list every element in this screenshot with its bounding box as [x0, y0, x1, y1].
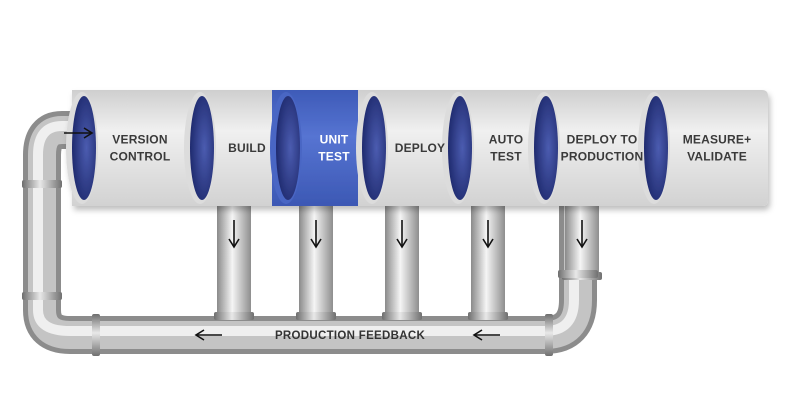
drop-pipe [217, 200, 251, 320]
drop-pipe-flange [382, 312, 422, 320]
stage-deploy-to-production-label: DEPLOY TO [567, 133, 638, 147]
arrow-down-icon [396, 220, 408, 249]
arrow-down-icon [310, 220, 322, 249]
arrow-left-icon [472, 329, 500, 341]
pipe-joint [545, 314, 553, 356]
drop-pipe [385, 200, 419, 320]
stage-unit-test-label: UNIT [320, 133, 349, 147]
pipe-joint [92, 314, 100, 356]
stage-unit-test-label: TEST [318, 150, 350, 164]
pipe-joint [558, 270, 598, 278]
stage-build-opening [190, 96, 214, 200]
flow-arrows [64, 127, 588, 341]
drop-pipe-flange [296, 312, 336, 320]
pipe-joints [22, 180, 602, 356]
stage-measure-validate-label: VALIDATE [687, 150, 747, 164]
drop-pipe [299, 200, 333, 320]
pipe-joint [22, 180, 62, 188]
stage-unit-test-opening [276, 96, 300, 200]
stage-deploy-to-production-opening [534, 96, 558, 200]
pipe-joint [22, 292, 62, 300]
arrow-down-icon [228, 220, 240, 249]
drop-pipe-flange [468, 312, 508, 320]
drop-pipe [471, 200, 505, 320]
pipeline-stages [66, 90, 768, 206]
stage-deploy-to-production-segment [530, 90, 656, 206]
arrow-down-icon [576, 220, 588, 249]
stage-measure-validate-segment [640, 90, 768, 206]
stage-auto-test-label: AUTO [489, 133, 524, 147]
stage-deploy-to-production-label: PRODUCTION [561, 150, 644, 164]
stage-auto-test-opening [448, 96, 472, 200]
stage-labels: VERSION CONTROL BUILD UNIT TEST DEPLOY AUTO TES… [110, 133, 752, 164]
arrow-right-icon [64, 127, 94, 139]
drop-pipes [217, 200, 599, 320]
stage-deploy-label: DEPLOY [395, 141, 446, 155]
stage-measure-validate-label: MEASURE+ [683, 133, 752, 147]
stage-auto-test-label: TEST [490, 150, 522, 164]
stage-deploy-opening [362, 96, 386, 200]
stage-version-control-segment [72, 90, 203, 206]
production-feedback-label: PRODUCTION FEEDBACK [275, 330, 425, 342]
stage-version-control-label: VERSION [112, 133, 167, 147]
stage-version-control-opening [72, 96, 96, 200]
arrow-down-icon [482, 220, 494, 249]
feedback-pipe-loop [23, 111, 597, 354]
stage-measure-validate-opening [644, 96, 668, 200]
arrow-left-icon [194, 329, 222, 341]
stage-build-label: BUILD [228, 141, 266, 155]
drop-pipe-flange [214, 312, 254, 320]
stage-version-control-label: CONTROL [110, 150, 171, 164]
